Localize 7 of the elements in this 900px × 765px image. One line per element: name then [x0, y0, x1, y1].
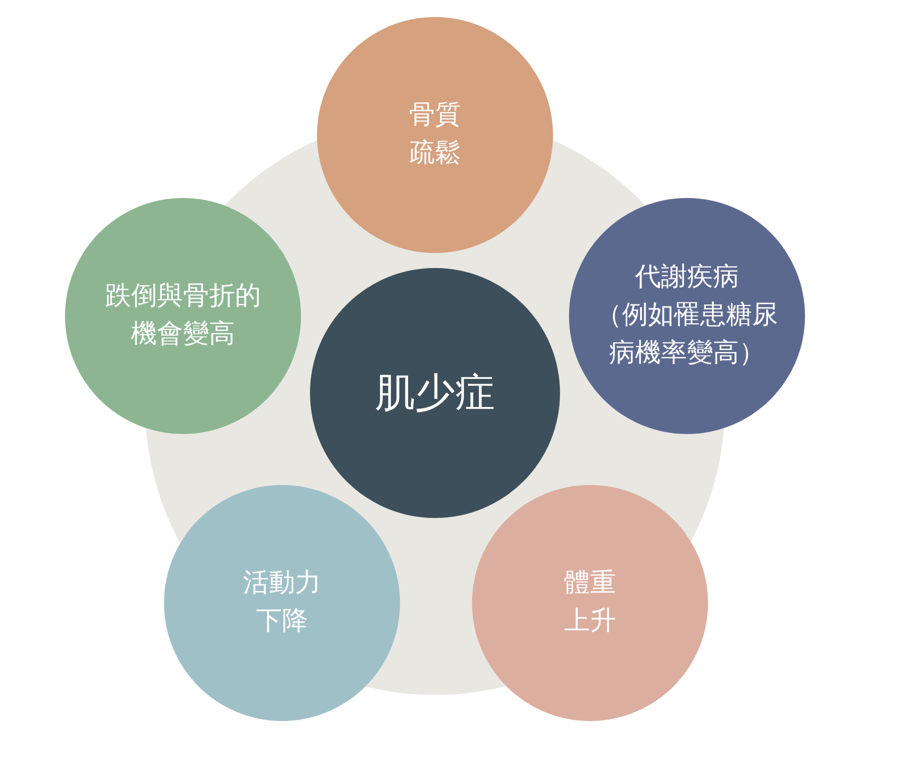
node-label: 代謝疾病	[635, 261, 739, 294]
node-label: 骨質疏鬆	[408, 99, 462, 170]
node-label: 跌倒與骨折的機會變高	[104, 280, 262, 351]
node-label: （例如罹患糖尿病機率變高）	[595, 299, 779, 370]
node-label: 活動力下降	[242, 567, 322, 638]
node-label: 體重上升	[563, 567, 617, 638]
node-label: 肌少症	[375, 369, 495, 418]
